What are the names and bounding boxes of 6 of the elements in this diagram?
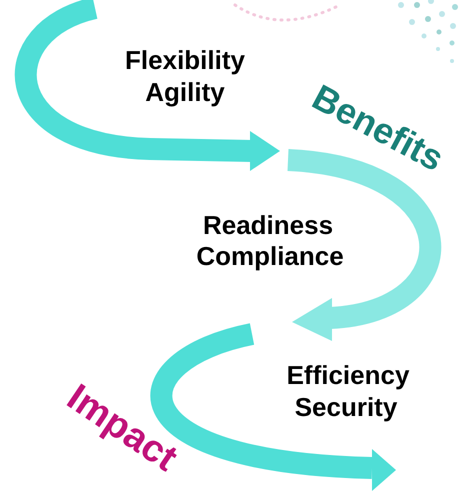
benefit-label: Agility xyxy=(145,79,225,105)
benefit-label: Readiness xyxy=(202,212,334,238)
benefit-label: Efficiency xyxy=(286,362,410,388)
benefit-label: Security xyxy=(294,394,398,420)
benefit-label: Compliance xyxy=(196,243,344,269)
benefit-label: Flexibility xyxy=(125,47,245,73)
